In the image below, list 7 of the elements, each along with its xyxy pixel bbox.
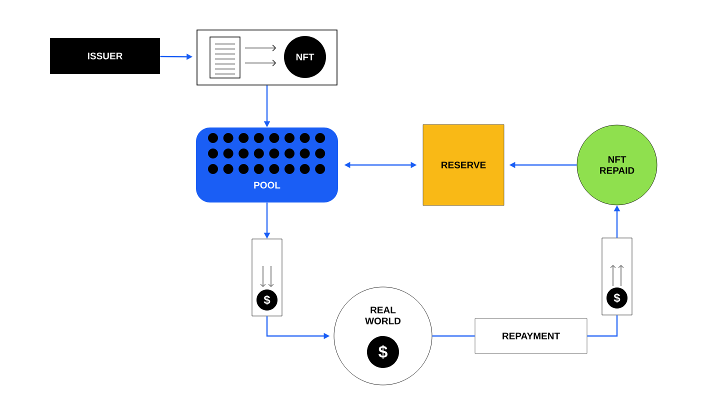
dollar-coin: $: [367, 336, 399, 368]
issuer-box: ISSUER: [50, 38, 160, 74]
repayment-box: REPAYMENT: [474, 318, 588, 354]
arrow: [587, 315, 618, 337]
dollar-coin: $: [256, 290, 278, 310]
reserve-box: RESERVE: [422, 124, 504, 206]
dollar-coin: $: [606, 288, 628, 308]
